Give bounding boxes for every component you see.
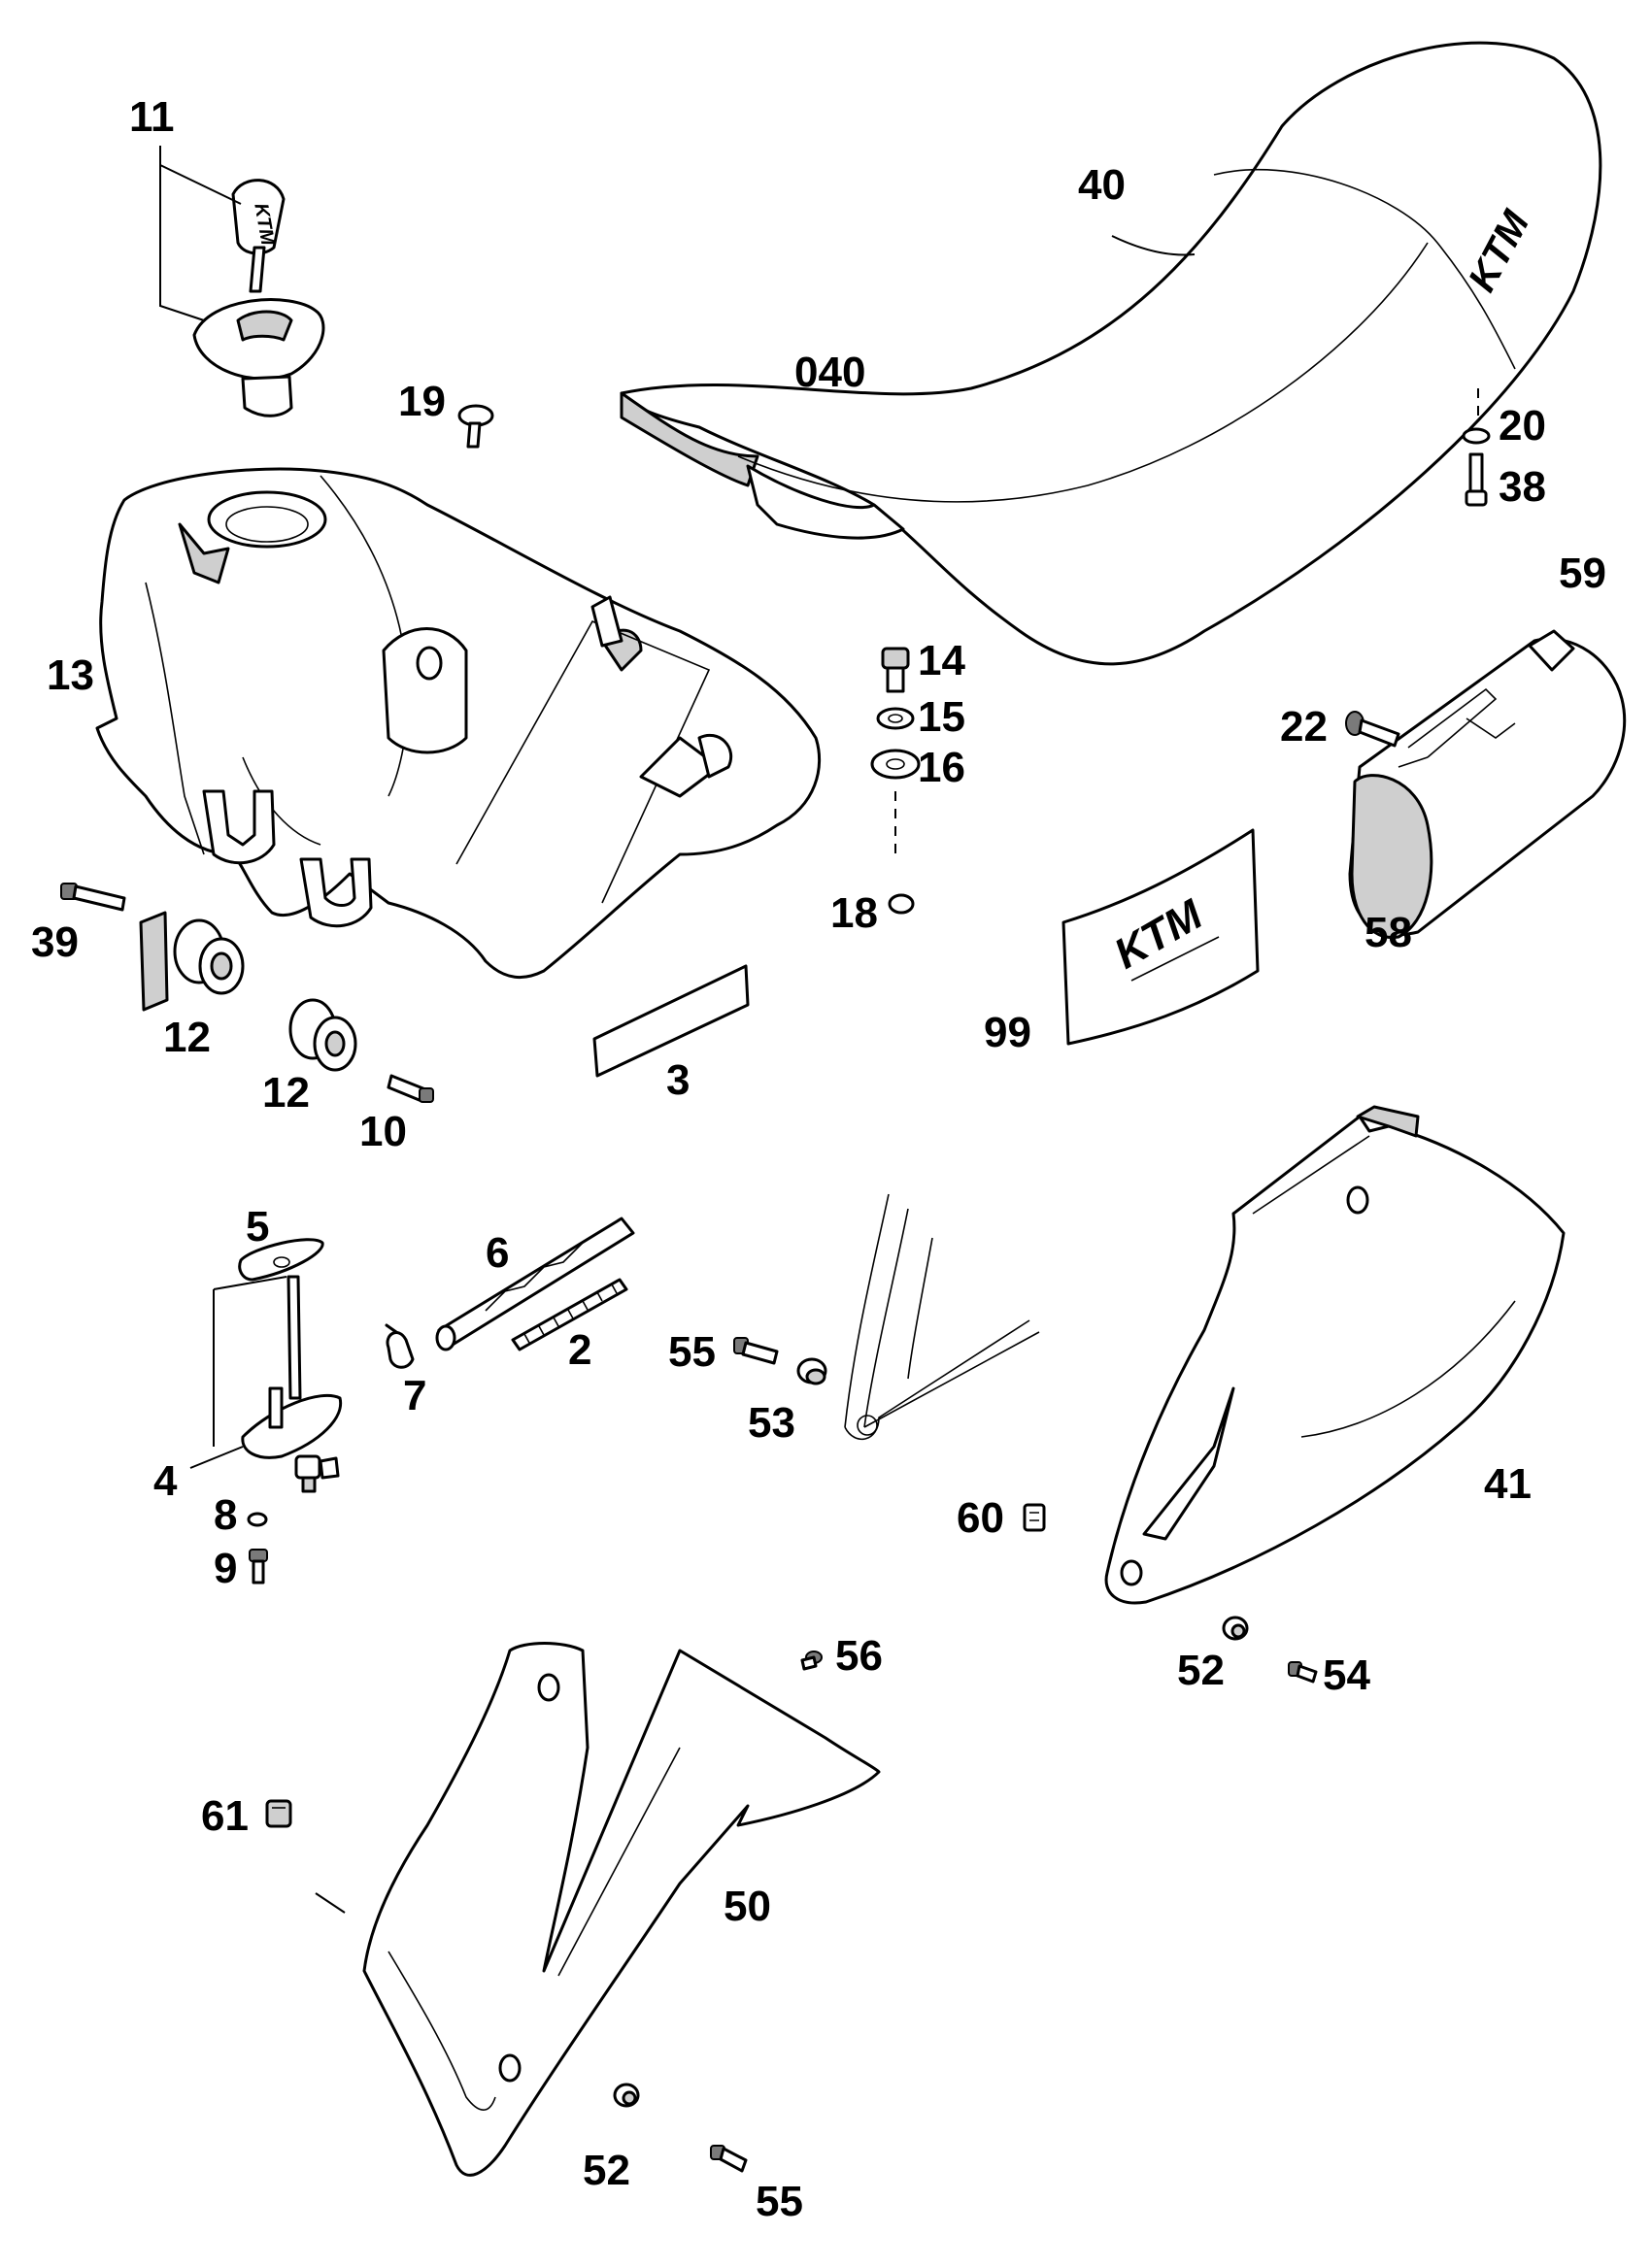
- tool-bag: [1348, 629, 1627, 940]
- washer-15: [876, 707, 915, 730]
- fuel-tank: [95, 467, 822, 980]
- washer-20: [1462, 427, 1491, 445]
- bolt-39: [60, 883, 126, 912]
- washer-8: [247, 1512, 268, 1527]
- label-040: 040: [794, 349, 865, 396]
- label-60: 60: [957, 1494, 1004, 1542]
- clip-60: [1023, 1503, 1046, 1532]
- filter-5: [238, 1238, 324, 1282]
- side-panel-41: [1104, 1105, 1566, 1605]
- bolt-14: [881, 647, 910, 693]
- label-12b: 12: [262, 1069, 310, 1117]
- washer-16: [870, 749, 921, 780]
- screw-10: [387, 1074, 434, 1103]
- screw-54: [1288, 1661, 1318, 1684]
- label-9: 9: [214, 1545, 237, 1592]
- washer-52a: [1222, 1616, 1249, 1641]
- label-50: 50: [724, 1883, 771, 1930]
- label-22: 22: [1280, 703, 1328, 750]
- label-39: 39: [31, 918, 79, 966]
- seat: KTM: [620, 41, 1602, 666]
- label-11: 11: [129, 93, 175, 141]
- label-53: 53: [748, 1399, 795, 1447]
- label-19: 19: [398, 378, 446, 425]
- nut-18: [888, 893, 915, 915]
- label-13: 13: [47, 651, 94, 699]
- pad-3: [592, 964, 750, 1078]
- label-20: 20: [1499, 402, 1546, 450]
- spring-2: [511, 1278, 628, 1351]
- label-59: 59: [1559, 550, 1606, 597]
- clamp-7: [385, 1323, 415, 1369]
- bolt-55b: [710, 2145, 748, 2173]
- label-10: 10: [359, 1108, 407, 1155]
- label-99: 99: [984, 1009, 1031, 1056]
- label-41: 41: [1484, 1460, 1532, 1508]
- screw-19: [457, 404, 494, 449]
- label-8: 8: [214, 1491, 237, 1539]
- fuel-tap-4: [241, 1275, 343, 1493]
- bolt-38: [1465, 452, 1488, 507]
- frame-outline: [844, 1193, 1040, 1441]
- screw-56: [800, 1651, 823, 1671]
- label-16: 16: [918, 744, 965, 791]
- label-2: 2: [568, 1326, 591, 1374]
- label-58: 58: [1365, 909, 1412, 956]
- grommet-53: [796, 1357, 827, 1385]
- leader-11: [159, 146, 242, 321]
- bracket-39: [139, 911, 169, 1012]
- label-56: 56: [835, 1632, 883, 1680]
- label-5: 5: [246, 1203, 269, 1251]
- label-52b: 52: [583, 2147, 630, 2194]
- label-3: 3: [666, 1056, 690, 1104]
- label-40: 40: [1078, 161, 1126, 209]
- label-12a: 12: [163, 1014, 211, 1061]
- bushing-12b: [288, 998, 357, 1072]
- key-icon: KTM: [231, 179, 286, 293]
- label-61: 61: [201, 1792, 249, 1840]
- nut-61: [265, 1799, 292, 1828]
- label-52a: 52: [1177, 1647, 1225, 1694]
- part-labels: 11 40 040 19 20 38 13 14 15 16 59 22 18 …: [31, 93, 1606, 2225]
- label-54: 54: [1323, 1651, 1370, 1699]
- hose-6: [435, 1217, 635, 1351]
- washer-52b: [613, 2083, 640, 2108]
- label-7: 7: [403, 1372, 426, 1419]
- label-55a: 55: [668, 1328, 716, 1376]
- label-4: 4: [153, 1457, 178, 1505]
- label-55b: 55: [756, 2178, 803, 2225]
- fuel-cap: [192, 298, 325, 417]
- label-38: 38: [1499, 463, 1546, 511]
- screw-9: [249, 1549, 268, 1584]
- screw-22: [1345, 711, 1400, 748]
- label-18: 18: [830, 889, 878, 937]
- label-15: 15: [918, 693, 965, 741]
- sticker-99: KTM: [1061, 828, 1260, 1046]
- label-6: 6: [486, 1229, 509, 1277]
- spoiler-50: [362, 1642, 881, 2177]
- bolt-55a: [733, 1337, 779, 1365]
- bushing-12a: [173, 918, 245, 995]
- label-14: 14: [918, 637, 965, 684]
